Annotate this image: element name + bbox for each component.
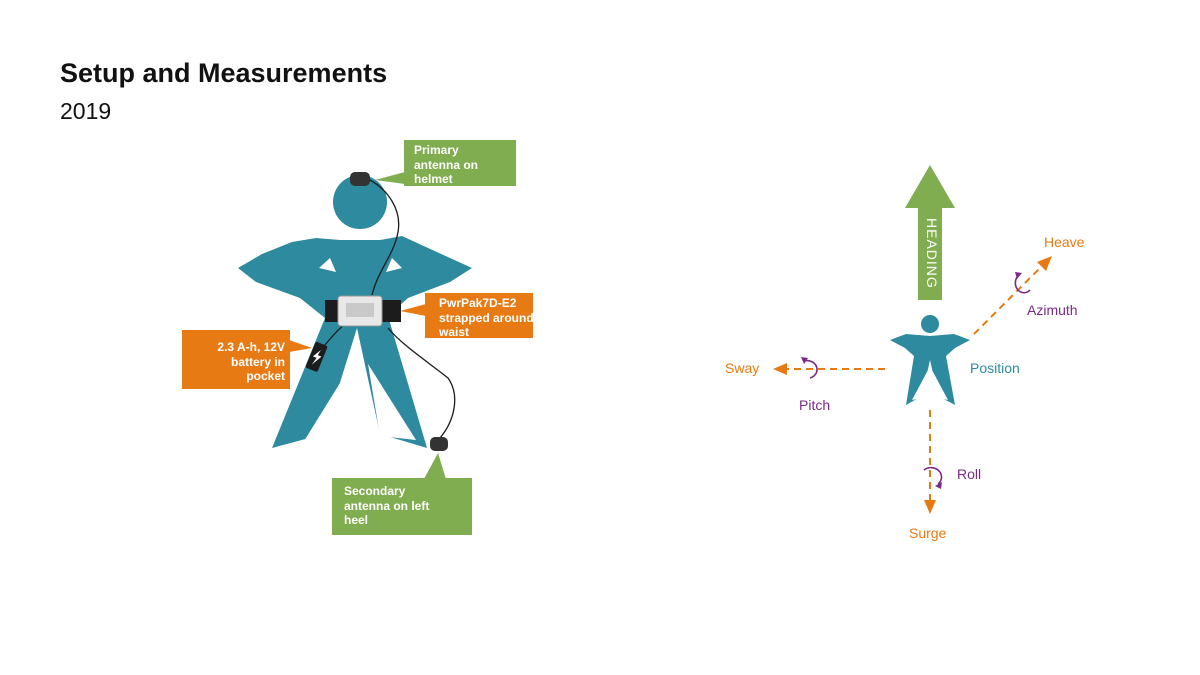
sway-arrowhead [773, 363, 787, 375]
motion-axes [784, 263, 1045, 505]
surge-arrowhead [924, 500, 936, 514]
page-subtitle: 2019 [60, 98, 112, 124]
callout-secondary: Secondary antenna on left heel [344, 484, 430, 527]
heading-arrow [905, 165, 955, 300]
position-label: Position [970, 360, 1020, 376]
callout-battery-box [182, 330, 312, 389]
callout-battery: 2.3 A-h, 12V battery in pocket [217, 340, 285, 383]
callout-primary-box [375, 140, 516, 186]
azimuth-label: Azimuth [1027, 302, 1078, 318]
wingsuit-figure [238, 175, 472, 448]
heave-label: Heave [1044, 234, 1085, 250]
pitch-rotation-icon [803, 359, 818, 379]
roll-rotation-icon [923, 466, 943, 485]
pitch-label: Pitch [799, 397, 831, 413]
surge-label: Surge [909, 525, 947, 541]
heave-axis [973, 263, 1045, 335]
skydiver-figure [890, 315, 970, 405]
rotation-glyphs [803, 275, 1031, 485]
roll-label: Roll [957, 466, 982, 482]
primary-antenna-icon [350, 172, 370, 186]
callout-pwrpak: PwrPak7D-E2 strapped around waist [439, 296, 534, 339]
callout-pwrpak-box [400, 293, 533, 338]
head [333, 175, 387, 229]
receiver-panel [346, 303, 374, 317]
secondary-antenna-icon [430, 437, 448, 451]
azimuth-rotation-icon [1014, 275, 1031, 294]
heave-arrowhead [1037, 256, 1052, 271]
battery-icon [305, 342, 328, 372]
sway-label: Sway [725, 360, 760, 376]
page-title: Setup and Measurements [60, 58, 388, 88]
callout-primary: Primary antenna on helmet [414, 143, 479, 186]
heading-label: HEADING [924, 218, 940, 289]
wingsuit-body [238, 236, 472, 448]
callout-secondary-box [332, 453, 472, 535]
